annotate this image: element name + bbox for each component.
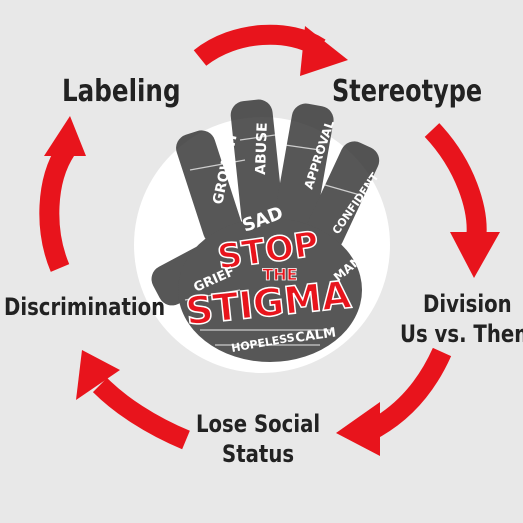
division-line-2: Us vs. Them bbox=[400, 320, 523, 348]
arrow-bottom-right bbox=[367, 347, 452, 439]
arrow-bottom-right-head bbox=[336, 402, 380, 456]
arrow-top bbox=[193, 24, 326, 67]
lose-status-line-2: Status bbox=[222, 440, 295, 468]
arrow-left-head bbox=[44, 116, 86, 156]
lose-status-line-1: Lose Social bbox=[196, 410, 321, 438]
hand-word-cloud bbox=[151, 99, 380, 362]
word-calm: CALM bbox=[294, 325, 337, 346]
division-line-1: Division bbox=[423, 290, 512, 318]
arrow-right bbox=[424, 123, 487, 242]
the-text: THE bbox=[262, 265, 297, 284]
lose-status-label: Lose Social Status bbox=[196, 409, 320, 469]
discrimination-label: Discrimination bbox=[4, 293, 166, 321]
arrow-bottom-left bbox=[92, 377, 190, 450]
division-label: Division Us vs. Them bbox=[400, 289, 523, 349]
arrow-bottom-left-head bbox=[76, 350, 120, 400]
hand-word-texture bbox=[184, 134, 361, 346]
stereotype-label: Stereotype bbox=[332, 74, 483, 109]
arrow-right-head bbox=[450, 232, 500, 278]
labeling-label: Labeling bbox=[62, 74, 181, 109]
word-abuse: ABUSE bbox=[253, 122, 271, 175]
arrow-top-head bbox=[300, 26, 348, 76]
arrow-left bbox=[39, 144, 75, 272]
